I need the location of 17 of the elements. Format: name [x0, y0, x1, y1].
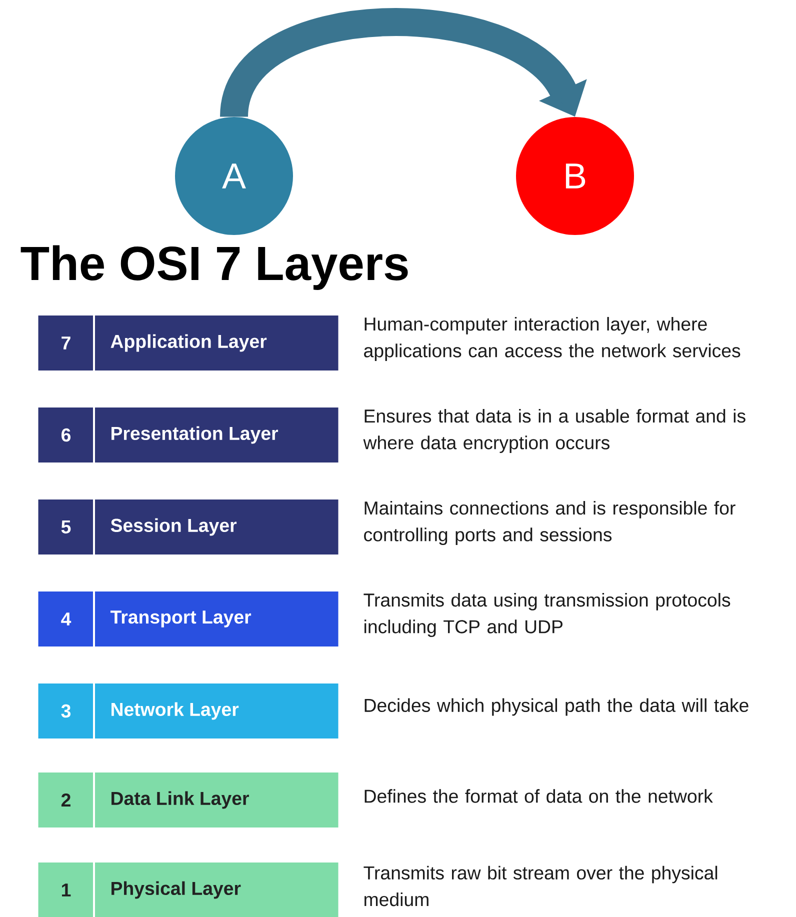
layer-bar: 4 Transport Layer — [38, 592, 338, 647]
circle-node: B — [516, 117, 634, 235]
layer-description: Transmits raw bit stream over the physical medium — [364, 866, 718, 906]
layer-bar: 6 Presentation Layer — [38, 408, 338, 462]
layer-description: Decides which physical path the data will take — [364, 698, 748, 716]
layer-description: Maintains connections and is responsible for controlling ports and sessions — [364, 500, 736, 546]
layer-description: Defines the format of data on the network — [364, 789, 713, 803]
layer-bar: 3 Network Layer — [38, 684, 338, 739]
layer-bar: 5 Session Layer — [38, 500, 338, 555]
layer-bar: 1 Physical Layer — [38, 862, 338, 917]
title: The OSI 7 Layers — [20, 245, 408, 290]
layer-description: Transmits data using transmission protocols including TCP and UDP — [364, 592, 730, 638]
layer-description: Ensures that data is in a usable format and is where data encryption occurs — [363, 408, 746, 454]
layer-description: Human-computer interaction layer, where applications can access the network services — [364, 316, 740, 362]
layer-bar: 2 Data Link Layer — [38, 772, 338, 828]
layer-bar: 7 Application Layer — [38, 316, 338, 370]
circle-node: A — [175, 117, 293, 235]
